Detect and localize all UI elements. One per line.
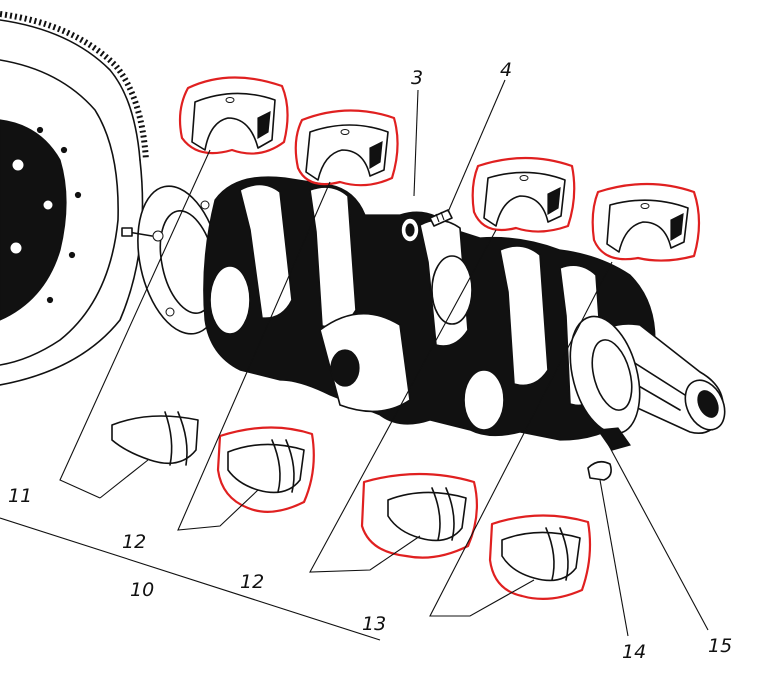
lower-bearing-shell-3 <box>387 487 467 542</box>
highlight-lower-shell-4 <box>488 514 592 601</box>
highlight-upper-shell-2 <box>294 109 399 187</box>
highlight-lower-shell-3 <box>360 472 478 559</box>
label-15: 15 <box>708 635 732 657</box>
lower-bearing-shell-1 <box>111 411 199 466</box>
label-12b: 12 <box>240 571 264 593</box>
label-10: 10 <box>130 579 154 601</box>
label-12a: 12 <box>122 531 146 553</box>
lower-bearing-shell-2 <box>227 439 305 494</box>
highlight-upper-shell-4 <box>591 182 701 262</box>
upper-bearing-shell-1 <box>191 92 276 151</box>
highlight-upper-shell-1 <box>178 76 289 155</box>
woodruff-key-14 <box>587 460 612 481</box>
label-14: 14 <box>622 641 646 663</box>
screw-part-4 <box>429 209 453 227</box>
label-3: 3 <box>411 67 423 89</box>
flywheel <box>0 11 149 386</box>
label-4: 4 <box>500 59 512 81</box>
label-13: 13 <box>362 613 386 635</box>
crankshaft <box>121 176 726 451</box>
upper-bearing-shell-3 <box>483 171 566 227</box>
label-11: 11 <box>8 485 32 507</box>
upper-bearing-shell-2 <box>305 124 389 181</box>
highlight-outlines <box>178 76 701 601</box>
callout-labels: 3 4 11 12 12 10 13 14 15 <box>8 59 732 663</box>
highlight-upper-shell-3 <box>471 156 576 233</box>
lower-bearing-shell-4 <box>501 527 581 582</box>
leader-lines <box>0 79 709 641</box>
upper-bearing-shell-4 <box>606 199 689 253</box>
highlight-lower-shell-2 <box>216 426 315 513</box>
